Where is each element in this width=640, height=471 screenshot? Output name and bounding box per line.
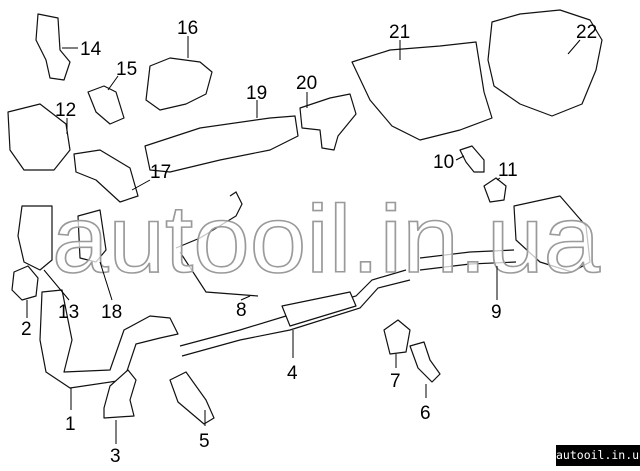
part-9-tailpipe bbox=[419, 249, 517, 271]
part-14-bracket bbox=[35, 13, 71, 81]
part-3-bracket bbox=[103, 369, 137, 419]
part-2-gasket bbox=[11, 265, 39, 301]
callout-2: 2 bbox=[21, 319, 32, 340]
callout-13: 13 bbox=[58, 302, 79, 323]
part-4-resonator bbox=[281, 291, 357, 327]
callout-5: 5 bbox=[199, 431, 210, 452]
callout-22: 22 bbox=[576, 22, 597, 43]
watermark-badge: autooil.in.ua bbox=[556, 445, 640, 466]
part-16-heat-shield bbox=[145, 57, 213, 111]
part-15-bracket bbox=[87, 85, 125, 125]
part-17-bracket bbox=[73, 149, 139, 203]
callout-11: 11 bbox=[498, 160, 518, 181]
part-11-gasket bbox=[483, 177, 507, 203]
part-shapes bbox=[7, 9, 603, 425]
part-10-hanger bbox=[459, 145, 485, 173]
callout-12: 12 bbox=[55, 100, 76, 121]
watermark-text: autooil.in.ua bbox=[52, 186, 601, 293]
callout-21: 21 bbox=[389, 22, 410, 43]
part-19-shield bbox=[144, 115, 299, 173]
part-12-shield bbox=[7, 103, 71, 171]
callout-6: 6 bbox=[420, 403, 431, 424]
callout-18: 18 bbox=[101, 302, 122, 323]
callout-3: 3 bbox=[110, 446, 121, 467]
callout-17: 17 bbox=[150, 162, 171, 183]
callout-19: 19 bbox=[246, 83, 267, 104]
part-13-shield bbox=[17, 205, 53, 271]
callout-labels: 14 16 21 22 15 12 19 20 10 11 17 13 18 8… bbox=[21, 18, 597, 467]
callout-1: 1 bbox=[65, 414, 76, 435]
callout-14: 14 bbox=[80, 39, 102, 60]
part-20-shield bbox=[299, 93, 357, 151]
callout-leaders bbox=[26, 36, 581, 444]
callout-20: 20 bbox=[296, 73, 317, 94]
part-22-shield bbox=[487, 9, 603, 117]
part-6-bracket bbox=[409, 341, 441, 383]
part-7-hanger bbox=[383, 319, 411, 355]
callout-8: 8 bbox=[236, 300, 247, 321]
callout-4: 4 bbox=[287, 363, 298, 384]
part-5-bracket bbox=[169, 371, 215, 425]
callout-7: 7 bbox=[390, 371, 401, 392]
part-1-front-pipe bbox=[39, 289, 179, 389]
callout-16: 16 bbox=[177, 18, 198, 39]
part-18-shield bbox=[77, 209, 107, 263]
part-8-sensor-pipe bbox=[175, 191, 259, 297]
callout-10: 10 bbox=[433, 152, 454, 173]
callout-9: 9 bbox=[491, 302, 502, 323]
part-21-shield bbox=[351, 41, 493, 141]
callout-15: 15 bbox=[116, 59, 137, 80]
part-9-muffler bbox=[513, 195, 591, 273]
